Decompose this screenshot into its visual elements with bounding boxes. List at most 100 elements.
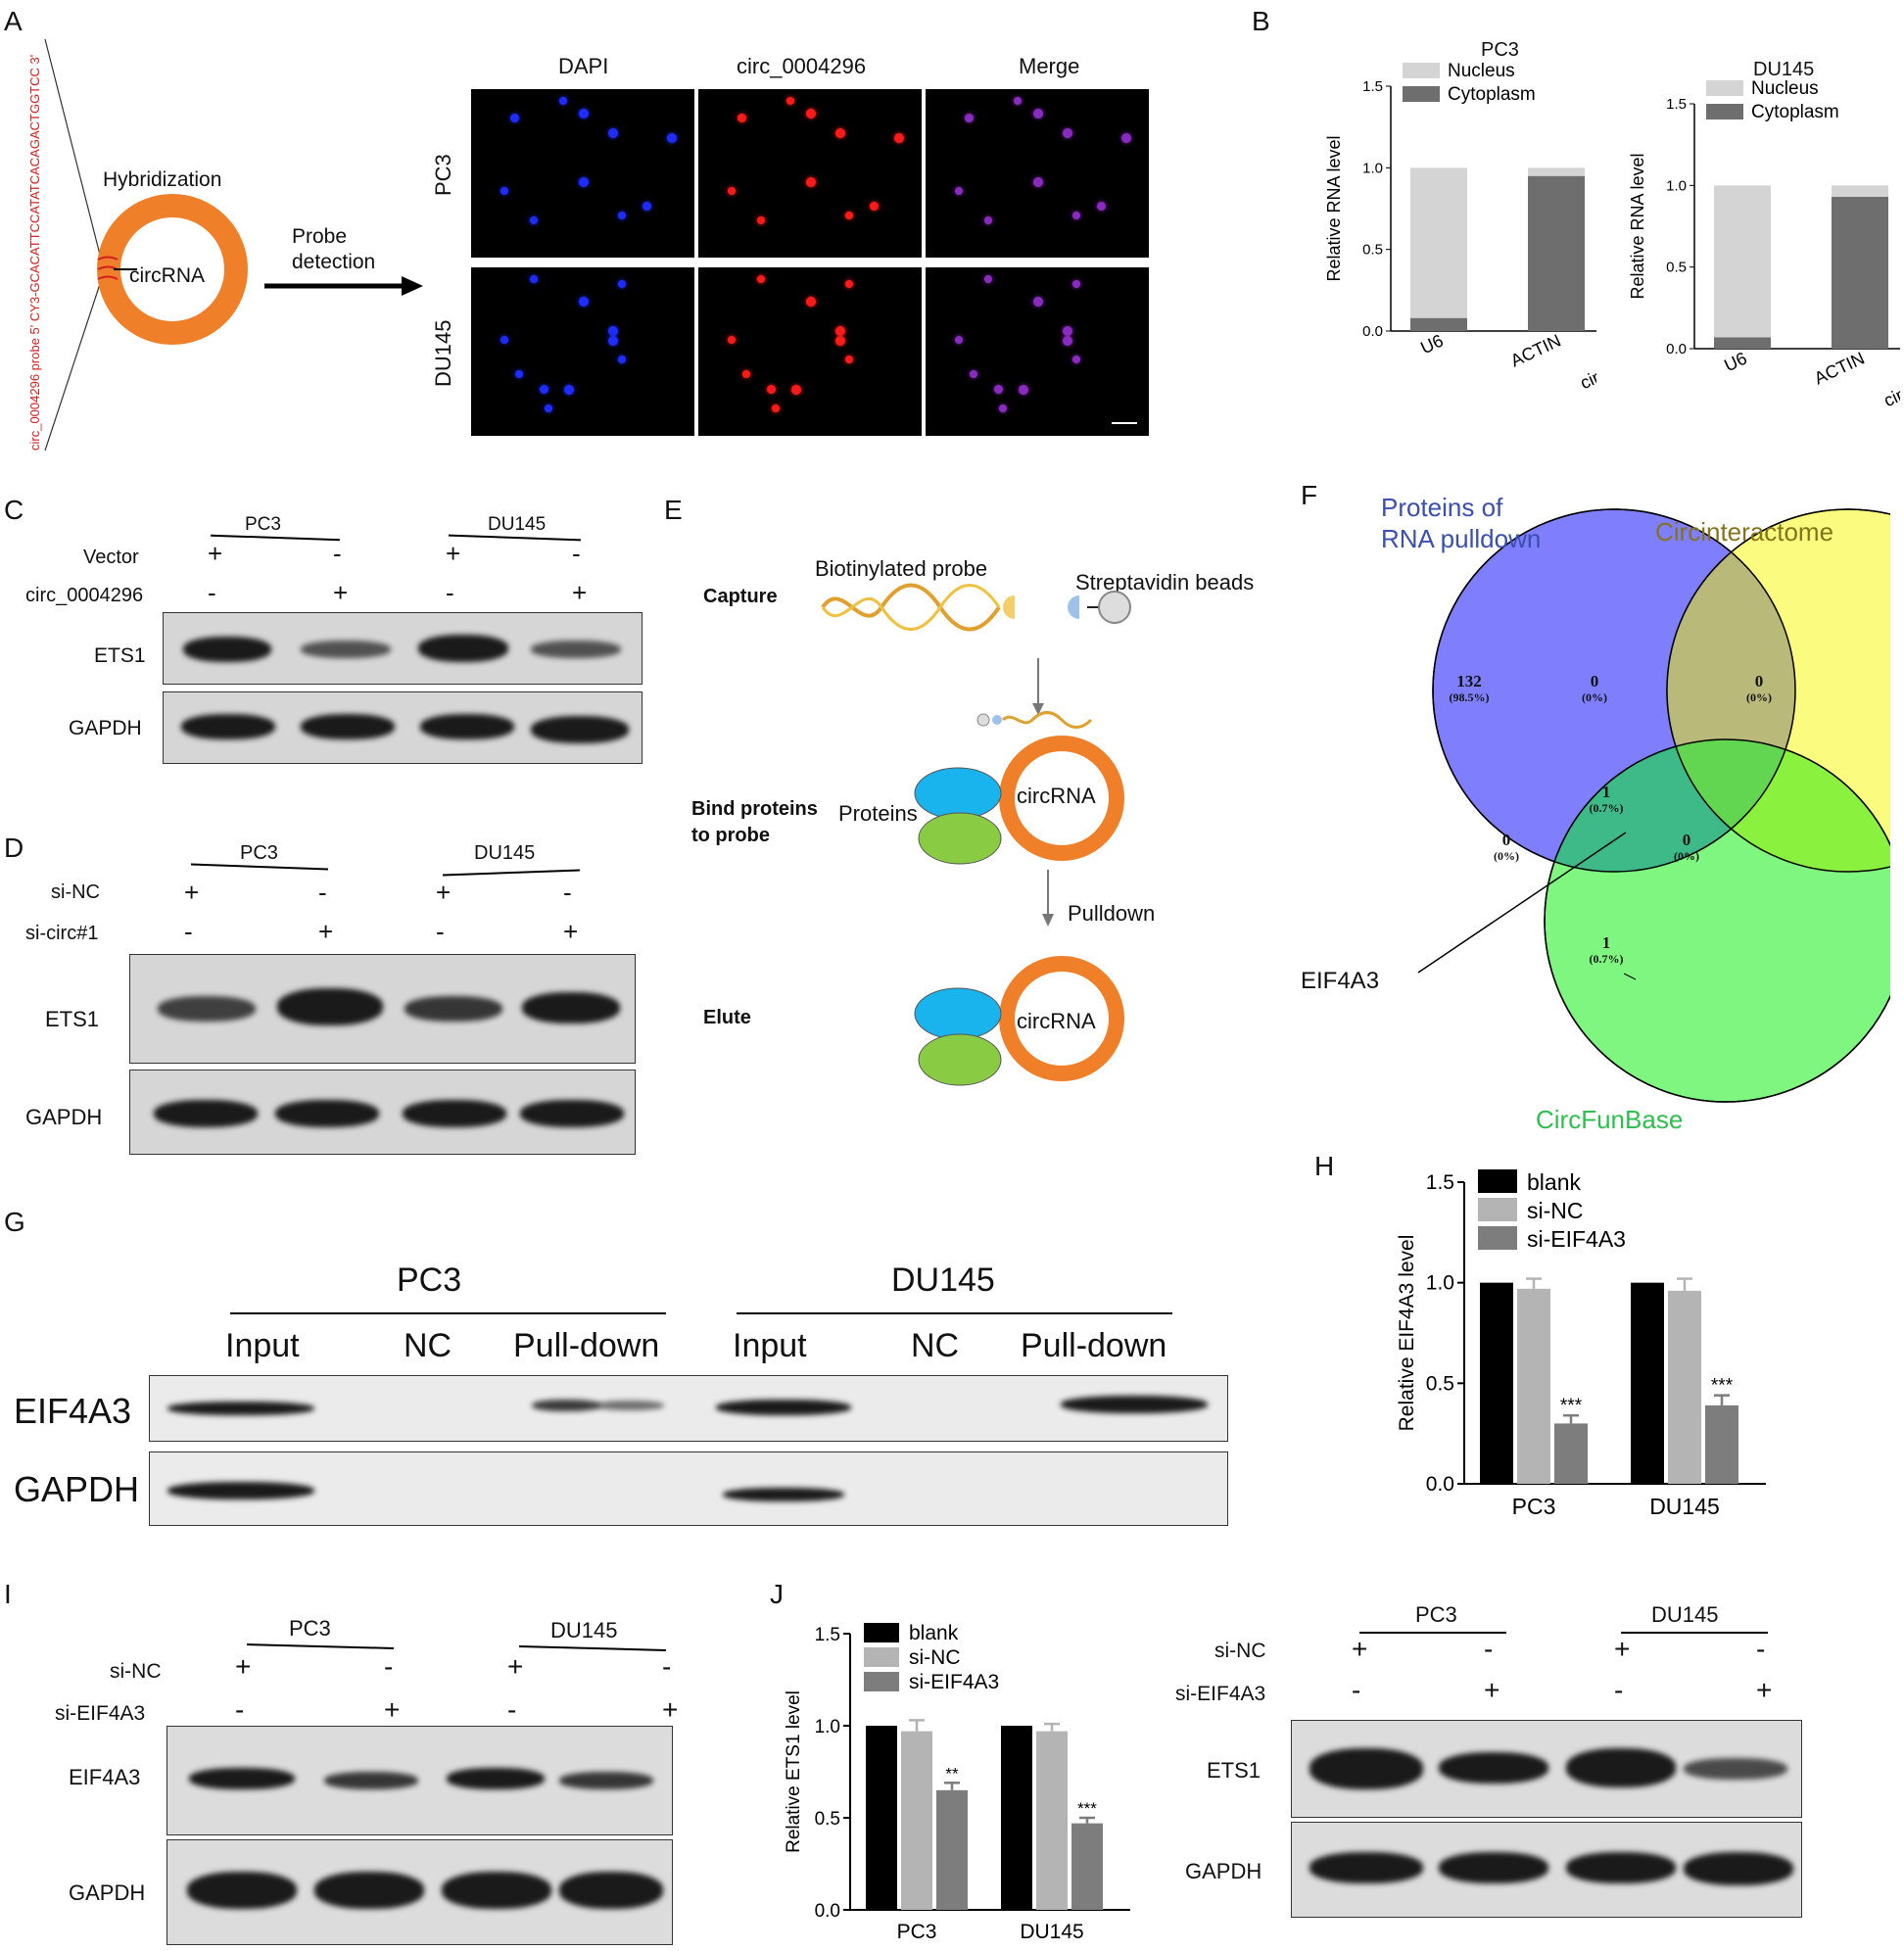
legend-swatch	[1478, 1226, 1517, 1250]
callout-line	[1417, 832, 1627, 974]
cell-nucleus	[579, 177, 589, 187]
panel-label-a: A	[4, 6, 23, 36]
venn-title-1b: RNA pulldown	[1381, 524, 1542, 553]
cell-nucleus	[757, 216, 765, 224]
cell-nucleus	[579, 109, 589, 119]
sign-mark: -	[436, 917, 445, 946]
row-label-si-circ: si-circ#1	[25, 923, 99, 944]
cell-nucleus	[1097, 202, 1106, 211]
micrograph	[925, 266, 1150, 437]
category-label: ACTIN	[1811, 348, 1867, 388]
y-tick-label: 1.5	[815, 1625, 840, 1645]
bar	[1001, 1726, 1032, 1910]
sign-mark: +	[235, 1651, 252, 1682]
row-label-vector: Vector	[83, 547, 139, 568]
y-tick-label: 0.5	[1666, 260, 1687, 276]
panel-label-b: B	[1252, 6, 1270, 36]
lane-input-2: Input	[733, 1327, 807, 1364]
venn-count: 0	[1501, 831, 1511, 849]
sign-mark: -	[235, 1694, 245, 1725]
y-tick-label: 0.5	[1426, 1372, 1454, 1395]
cell-nucleus	[1121, 133, 1131, 143]
lane-pulldown: Pull-down	[513, 1327, 660, 1364]
legend-label: si-EIF4A3	[1527, 1226, 1626, 1252]
blot-j-gapdh	[1291, 1822, 1802, 1918]
cell-nucleus	[767, 385, 776, 394]
legend-label: Cytoplasm	[1448, 84, 1536, 105]
y-axis-label: Relative RNA level	[1324, 135, 1344, 281]
cell-nucleus	[500, 336, 508, 344]
group-label-pc3: PC3	[1415, 1602, 1457, 1627]
panel-label-h: H	[1314, 1151, 1335, 1181]
legend-swatch	[864, 1672, 899, 1691]
panel-label-f: F	[1301, 480, 1318, 510]
sign-mark: -	[507, 1694, 517, 1725]
cell-nucleus	[806, 109, 816, 119]
cell-nucleus	[559, 97, 567, 105]
cell-nucleus	[500, 187, 508, 195]
cell-nucleus	[1033, 177, 1043, 187]
panel-label-j: J	[770, 1579, 784, 1609]
sign-mark: -	[208, 578, 216, 607]
cell-nucleus	[835, 128, 845, 138]
cell-nucleus	[791, 385, 801, 395]
step-bind-2: to probe	[691, 825, 770, 846]
bar-segment	[1410, 317, 1467, 331]
sign-mark: +	[446, 539, 461, 568]
blot-label-gapdh: GAPDH	[25, 1105, 103, 1129]
sign-mark: +	[208, 539, 223, 568]
row-label-si-nc: si-NC	[1214, 1640, 1266, 1662]
venn-title-3: CircFunBase	[1536, 1105, 1684, 1134]
bar-segment	[1714, 185, 1771, 338]
blot-label-gapdh: GAPDH	[14, 1469, 140, 1509]
cell-nucleus	[984, 216, 992, 224]
scale-bar	[1112, 422, 1137, 424]
blot-label-eif4a3: EIF4A3	[14, 1391, 132, 1431]
cell-nucleus	[965, 114, 974, 122]
legend-label: si-EIF4A3	[909, 1671, 999, 1693]
y-tick-label: 0.0	[1666, 341, 1687, 357]
row-label-si-eif4a3: si-EIF4A3	[55, 1702, 146, 1725]
bar	[1517, 1288, 1550, 1484]
sign-mark: -	[318, 878, 327, 907]
sign-mark: -	[184, 917, 193, 946]
venn-title-2: Circinteractome	[1655, 517, 1834, 547]
cell-nucleus	[786, 97, 794, 105]
y-tick-label: 0.0	[815, 1901, 840, 1922]
row-label-si-nc: si-NC	[110, 1660, 162, 1683]
bar-segment	[1832, 197, 1888, 349]
cell-nucleus	[738, 114, 746, 122]
sign-mark: +	[662, 1694, 679, 1725]
cell-nucleus	[994, 385, 1003, 394]
significance-label: ***	[1711, 1376, 1734, 1397]
cell-nucleus	[1072, 280, 1080, 288]
cell-nucleus	[955, 187, 963, 195]
category-label: U6	[1417, 330, 1446, 357]
micrograph	[470, 88, 695, 259]
row-label-si-nc: si-NC	[51, 881, 100, 903]
sign-mark: -	[1352, 1675, 1361, 1705]
cell-nucleus	[530, 275, 538, 283]
arrow-right-icon	[402, 276, 423, 296]
venn-diagram	[1417, 508, 1890, 1103]
panel-label-c: C	[4, 495, 24, 525]
cell-nucleus	[515, 370, 523, 378]
cell-nucleus	[1033, 297, 1043, 307]
bar	[901, 1731, 932, 1910]
micrograph	[697, 88, 923, 259]
category-label: circ_0004296	[1577, 330, 1596, 394]
pulldown-schematic	[821, 583, 1131, 1086]
sign-mark: -	[1756, 1634, 1766, 1664]
micrograph	[925, 88, 1150, 259]
cell-nucleus	[643, 202, 651, 211]
micrograph	[697, 266, 923, 437]
legend-label: Cytoplasm	[1751, 102, 1839, 122]
legend-label: blank	[1527, 1169, 1581, 1195]
strep-beads-label: Streptavidin beads	[1075, 570, 1255, 595]
lane-nc-2: NC	[911, 1327, 960, 1364]
lane-input: Input	[225, 1327, 300, 1364]
probe-detection-label-2: detection	[292, 251, 376, 273]
sign-mark: +	[184, 878, 200, 907]
